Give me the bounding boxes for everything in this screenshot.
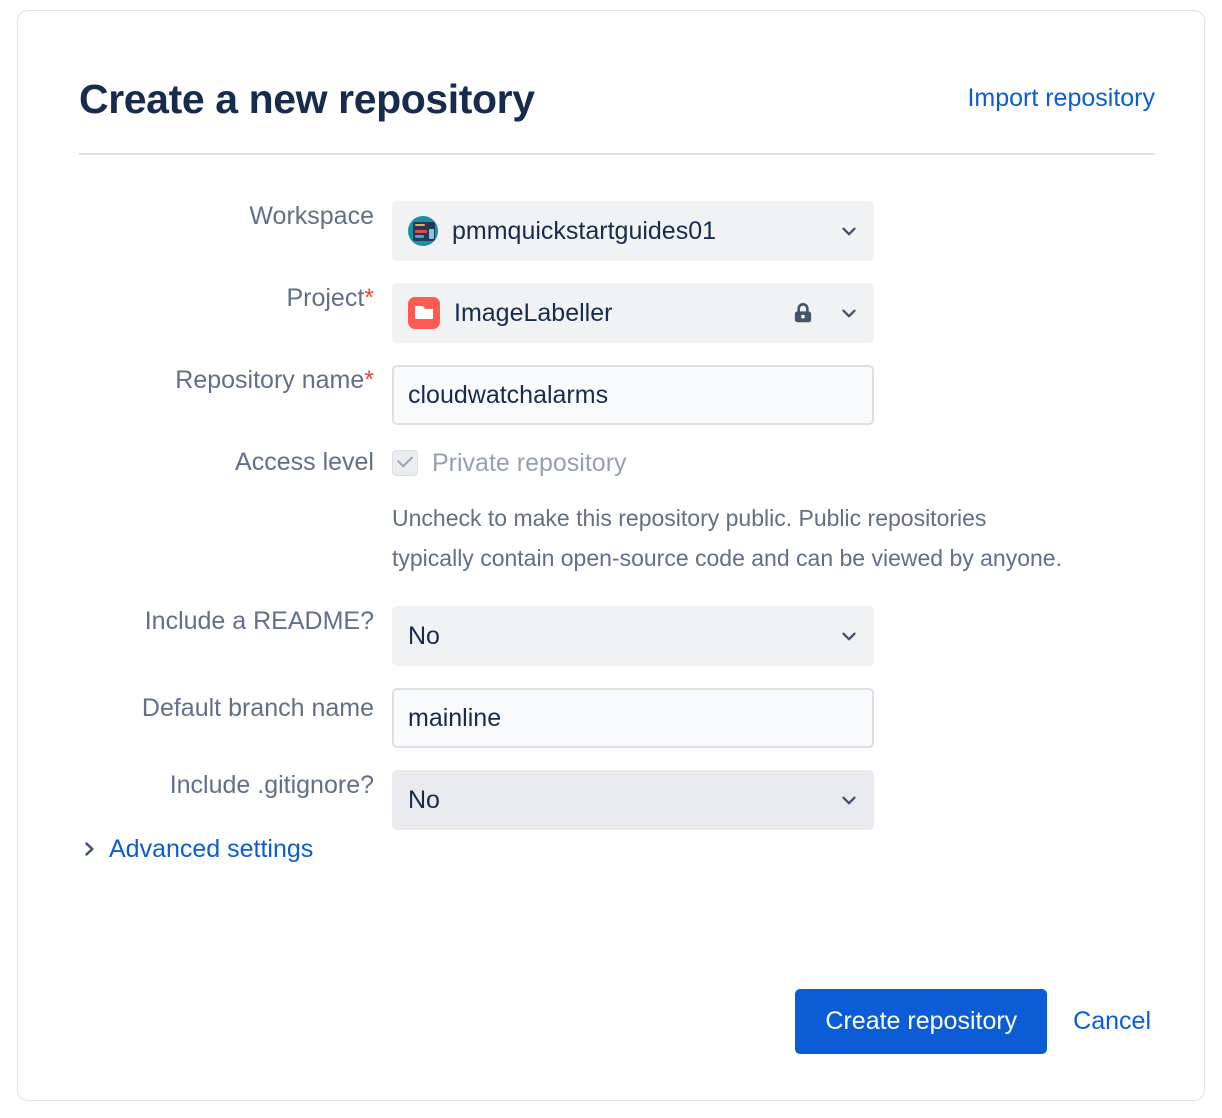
chevron-right-icon xyxy=(79,839,99,859)
workspace-row: Workspace pmmquickstartguides01 xyxy=(18,201,1206,261)
folder-icon xyxy=(408,297,440,329)
project-value: ImageLabeller xyxy=(454,298,613,327)
access-level-row: Access level Private repository Uncheck … xyxy=(18,447,1206,578)
repository-form: Workspace pmmquickstartguides01 xyxy=(18,201,1206,864)
default-branch-name-field-col xyxy=(392,688,1206,748)
include-readme-value: No xyxy=(408,621,440,650)
repository-name-label: Repository name xyxy=(175,366,365,394)
project-label-col: Project* xyxy=(18,283,392,313)
access-level-label-col: Access level xyxy=(18,447,392,477)
include-gitignore-row: Include .gitignore? No xyxy=(18,770,1206,830)
default-branch-name-input[interactable] xyxy=(392,688,874,748)
include-readme-label-col: Include a README? xyxy=(18,606,392,636)
workspace-field-col: pmmquickstartguides01 xyxy=(392,201,1206,261)
workspace-label: Workspace xyxy=(249,202,374,230)
include-gitignore-select[interactable]: No xyxy=(392,770,874,830)
access-level-help-text: Uncheck to make this repository public. … xyxy=(392,505,1062,571)
create-repository-button[interactable]: Create repository xyxy=(795,989,1048,1054)
include-gitignore-value: No xyxy=(408,785,440,814)
private-repository-label: Private repository xyxy=(432,448,627,477)
repository-name-label-col: Repository name* xyxy=(18,365,392,395)
include-gitignore-label: Include .gitignore? xyxy=(169,771,374,799)
access-level-field-col: Private repository Uncheck to make this … xyxy=(392,447,1206,578)
repository-name-field-col xyxy=(392,365,1206,425)
workspace-select[interactable]: pmmquickstartguides01 xyxy=(392,201,874,261)
repository-name-row: Repository name* xyxy=(18,365,1206,425)
project-label: Project xyxy=(286,284,365,312)
workspace-avatar-icon xyxy=(408,216,438,246)
repository-name-required-marker: * xyxy=(364,366,374,394)
header-divider xyxy=(79,153,1155,155)
default-branch-name-label: Default branch name xyxy=(141,694,374,722)
include-readme-row: Include a README? No xyxy=(18,606,1206,666)
project-select[interactable]: ImageLabeller xyxy=(392,283,874,343)
include-gitignore-field-col: No xyxy=(392,770,1206,830)
include-readme-field-col: No xyxy=(392,606,1206,666)
private-repository-checkbox-wrap[interactable]: Private repository xyxy=(392,448,1206,478)
workspace-value: pmmquickstartguides01 xyxy=(452,216,717,245)
project-required-marker: * xyxy=(364,284,374,312)
private-repository-checkbox[interactable] xyxy=(392,450,418,476)
card-header: Create a new repository Import repositor… xyxy=(79,63,1155,137)
default-branch-name-label-col: Default branch name xyxy=(18,688,392,728)
project-row: Project* ImageLabeller xyxy=(18,283,1206,343)
chevron-down-icon xyxy=(838,789,860,811)
page-title: Create a new repository xyxy=(79,76,535,123)
default-branch-name-row: Default branch name xyxy=(18,688,1206,748)
advanced-settings-label: Advanced settings xyxy=(109,835,314,863)
repository-name-input[interactable] xyxy=(392,365,874,425)
chevron-down-icon xyxy=(838,302,860,324)
import-repository-link[interactable]: Import repository xyxy=(967,84,1155,112)
include-gitignore-label-col: Include .gitignore? xyxy=(18,770,392,800)
create-repository-card: Create a new repository Import repositor… xyxy=(17,10,1205,1101)
form-footer: Create repository Cancel xyxy=(18,989,1206,1054)
cancel-button[interactable]: Cancel xyxy=(1069,1007,1155,1036)
access-level-label: Access level xyxy=(235,448,374,476)
workspace-label-col: Workspace xyxy=(18,201,392,231)
include-readme-label: Include a README? xyxy=(144,607,374,635)
chevron-down-icon xyxy=(838,625,860,647)
check-icon xyxy=(396,451,414,468)
include-readme-select[interactable]: No xyxy=(392,606,874,666)
project-field-col: ImageLabeller xyxy=(392,283,1206,343)
lock-icon xyxy=(790,300,816,326)
chevron-down-icon xyxy=(838,220,860,242)
advanced-settings-toggle[interactable]: Advanced settings xyxy=(79,834,313,864)
